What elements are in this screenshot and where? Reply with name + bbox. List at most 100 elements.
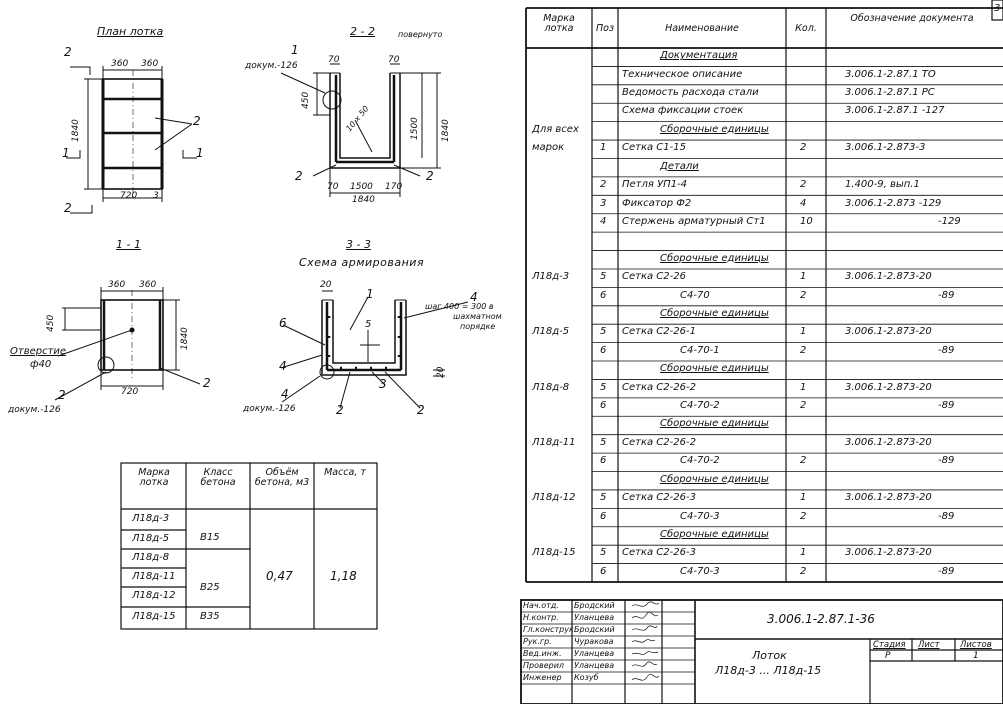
section-2-2-dim-9: 1840 <box>352 195 375 205</box>
section-1-1-dim-1: 360 <box>108 280 126 290</box>
section-2-2-dim-8: 170 <box>385 182 403 192</box>
spec-cell-name: Сборочные единицы <box>660 308 769 319</box>
spec-cell-qty: 1 <box>800 547 807 559</box>
section-3-3-title: 3 - 3 <box>346 238 371 251</box>
title-block-role: Нач.отд. <box>523 601 559 610</box>
spec-cell-pos: 6 <box>600 400 607 412</box>
section-2-2-dim-2: 70 <box>388 55 400 65</box>
section-3-3-callout-2-left: 2 <box>336 403 344 417</box>
section-2-2-dim-3: 450 <box>301 91 311 109</box>
concrete-mark-2: Л18д-5 <box>132 533 170 544</box>
spec-cell-mark: Л18д-3 <box>532 271 570 283</box>
spec-cell-doc: -89 <box>938 455 955 467</box>
spec-cell-name: Сборочные единицы <box>660 252 769 264</box>
concrete-mark-4: Л18д-11 <box>132 571 176 582</box>
spec-cell-qty: 1 <box>800 381 807 393</box>
concrete-table-lines <box>120 462 378 630</box>
concrete-class-b35: В35 <box>200 611 220 622</box>
section-3-3-callout-4-bottom: 4 <box>281 387 289 401</box>
concrete-header-volume: Объём бетона, м3 <box>254 467 310 489</box>
spec-cell-name: С4-70-2 <box>680 455 720 467</box>
spec-cell-doc: 3.006.1-2.873-20 <box>845 381 932 393</box>
spec-header-doc: Обозначение документа <box>850 13 974 24</box>
spec-header-qty: Кол. <box>795 23 817 34</box>
section-1-1-callout-1: 2 <box>58 388 66 402</box>
spec-cell-qty: 2 <box>800 142 807 154</box>
section-2-2-dim-7: 1500 <box>350 182 373 192</box>
spec-cell-doc: -129 <box>938 215 961 227</box>
spec-cell-name: Детали <box>660 160 699 172</box>
plan-dim-4: 720 <box>120 191 138 201</box>
section-2-2-callout-3: 2 <box>426 169 434 183</box>
section-3-3-callout-3: 3 <box>379 377 387 391</box>
title-block-role: Н.контр. <box>523 613 559 622</box>
sheets-label: Листов <box>960 640 992 650</box>
spec-cell-doc: -89 <box>938 510 955 522</box>
title-block-role: Рук.гр. <box>523 637 552 646</box>
spec-cell-name: Сборочные единицы <box>660 473 769 485</box>
spec-cell-pos: 5 <box>600 381 607 393</box>
section-3-3-callout-5: 5 <box>365 319 372 330</box>
spec-cell-pos: 2 <box>600 179 607 191</box>
section-2-2-drawing <box>280 63 441 197</box>
document-number: 3.006.1-2.87.1-36 <box>767 612 875 626</box>
spec-cell-name: С4-70-1 <box>680 344 720 356</box>
spec-cell-mark: Л18д-15 <box>532 547 576 559</box>
spec-table-lines <box>525 7 1003 583</box>
section-3-3-note-2: шахматном <box>453 312 502 321</box>
spec-cell-doc: -89 <box>938 565 955 577</box>
spec-cell-name: Сетка С1-15 <box>622 142 686 154</box>
concrete-mark-5: Л18д-12 <box>132 590 176 601</box>
spec-cell-qty: 4 <box>800 197 807 209</box>
spec-cell-name: Петля УП1-4 <box>622 179 688 191</box>
spec-cell-pos: 6 <box>600 289 607 301</box>
title-block-lines <box>520 599 1003 704</box>
spec-cell-doc: -89 <box>938 400 955 412</box>
concrete-header-mark: Марка лотка <box>138 467 170 489</box>
spec-cell-mark: Л18д-5 <box>532 326 570 338</box>
spec-cell-doc: 3.006.1-2.873-20 <box>845 271 932 283</box>
spec-cell-name: Сборочные единицы <box>660 123 769 135</box>
title-block-name: Чуракова <box>574 637 614 646</box>
spec-cell-doc: 3.006.1-2.873-20 <box>845 326 932 338</box>
spec-cell-mark: Л18д-11 <box>532 436 576 448</box>
plan-callout: 2 <box>193 114 201 128</box>
spec-cell-mark: марок <box>532 142 565 154</box>
plan-view-drawing <box>66 66 197 214</box>
title-block-name: Уланцева <box>574 613 615 622</box>
section-2-2-dim-4: 1500 <box>410 117 420 140</box>
concrete-header-mass: Масса, т <box>324 467 366 478</box>
spec-cell-qty: 2 <box>800 400 807 412</box>
section-3-3-note-1: шаг 400 = 300 в <box>425 302 494 311</box>
section-3-3-drawing <box>280 290 469 409</box>
spec-cell-name: Техническое описание <box>622 68 743 80</box>
spec-cell-pos: 5 <box>600 547 607 559</box>
section-1-1-title: 1 - 1 <box>116 238 141 251</box>
section-1-1-callout-2: 2 <box>203 376 211 390</box>
spec-cell-doc: 3.006.1-2.87.1 -127 <box>845 105 945 117</box>
plan-section-mark-right: 1 <box>196 146 204 160</box>
spec-cell-pos: 6 <box>600 344 607 356</box>
spec-cell-pos: 6 <box>600 565 607 577</box>
title-block-name: Бродский <box>574 625 615 634</box>
spec-cell-pos: 5 <box>600 326 607 338</box>
section-3-3-dim-20: 20 <box>436 366 446 378</box>
page-number: 3 <box>994 3 1001 14</box>
plan-dim-1: 360 <box>111 59 129 69</box>
section-1-1-dim-5: 720 <box>121 387 139 397</box>
spec-cell-doc: -89 <box>938 289 955 301</box>
section-3-3-subtitle: Схема армирования <box>299 256 425 269</box>
spec-cell-pos: 5 <box>600 492 607 504</box>
section-3-3-callout-4-top: 4 <box>470 290 478 304</box>
product-name: Лоток <box>752 649 787 662</box>
spec-cell-name: С4-70 <box>680 289 710 301</box>
spec-cell-pos: 3 <box>600 197 607 209</box>
spec-cell-name: Сетка С2-26-2 <box>622 381 696 393</box>
spec-cell-doc: 3.006.1-2.873-3 <box>845 142 926 154</box>
spec-header-pos: Поз <box>595 23 614 34</box>
product-range: Л18д-3 ... Л18д-15 <box>715 664 822 677</box>
section-1-1-dim-4: 1840 <box>180 327 190 350</box>
section-3-3-callout-4-mid: 4 <box>279 359 287 373</box>
spec-cell-mark: Для всех <box>532 123 579 135</box>
